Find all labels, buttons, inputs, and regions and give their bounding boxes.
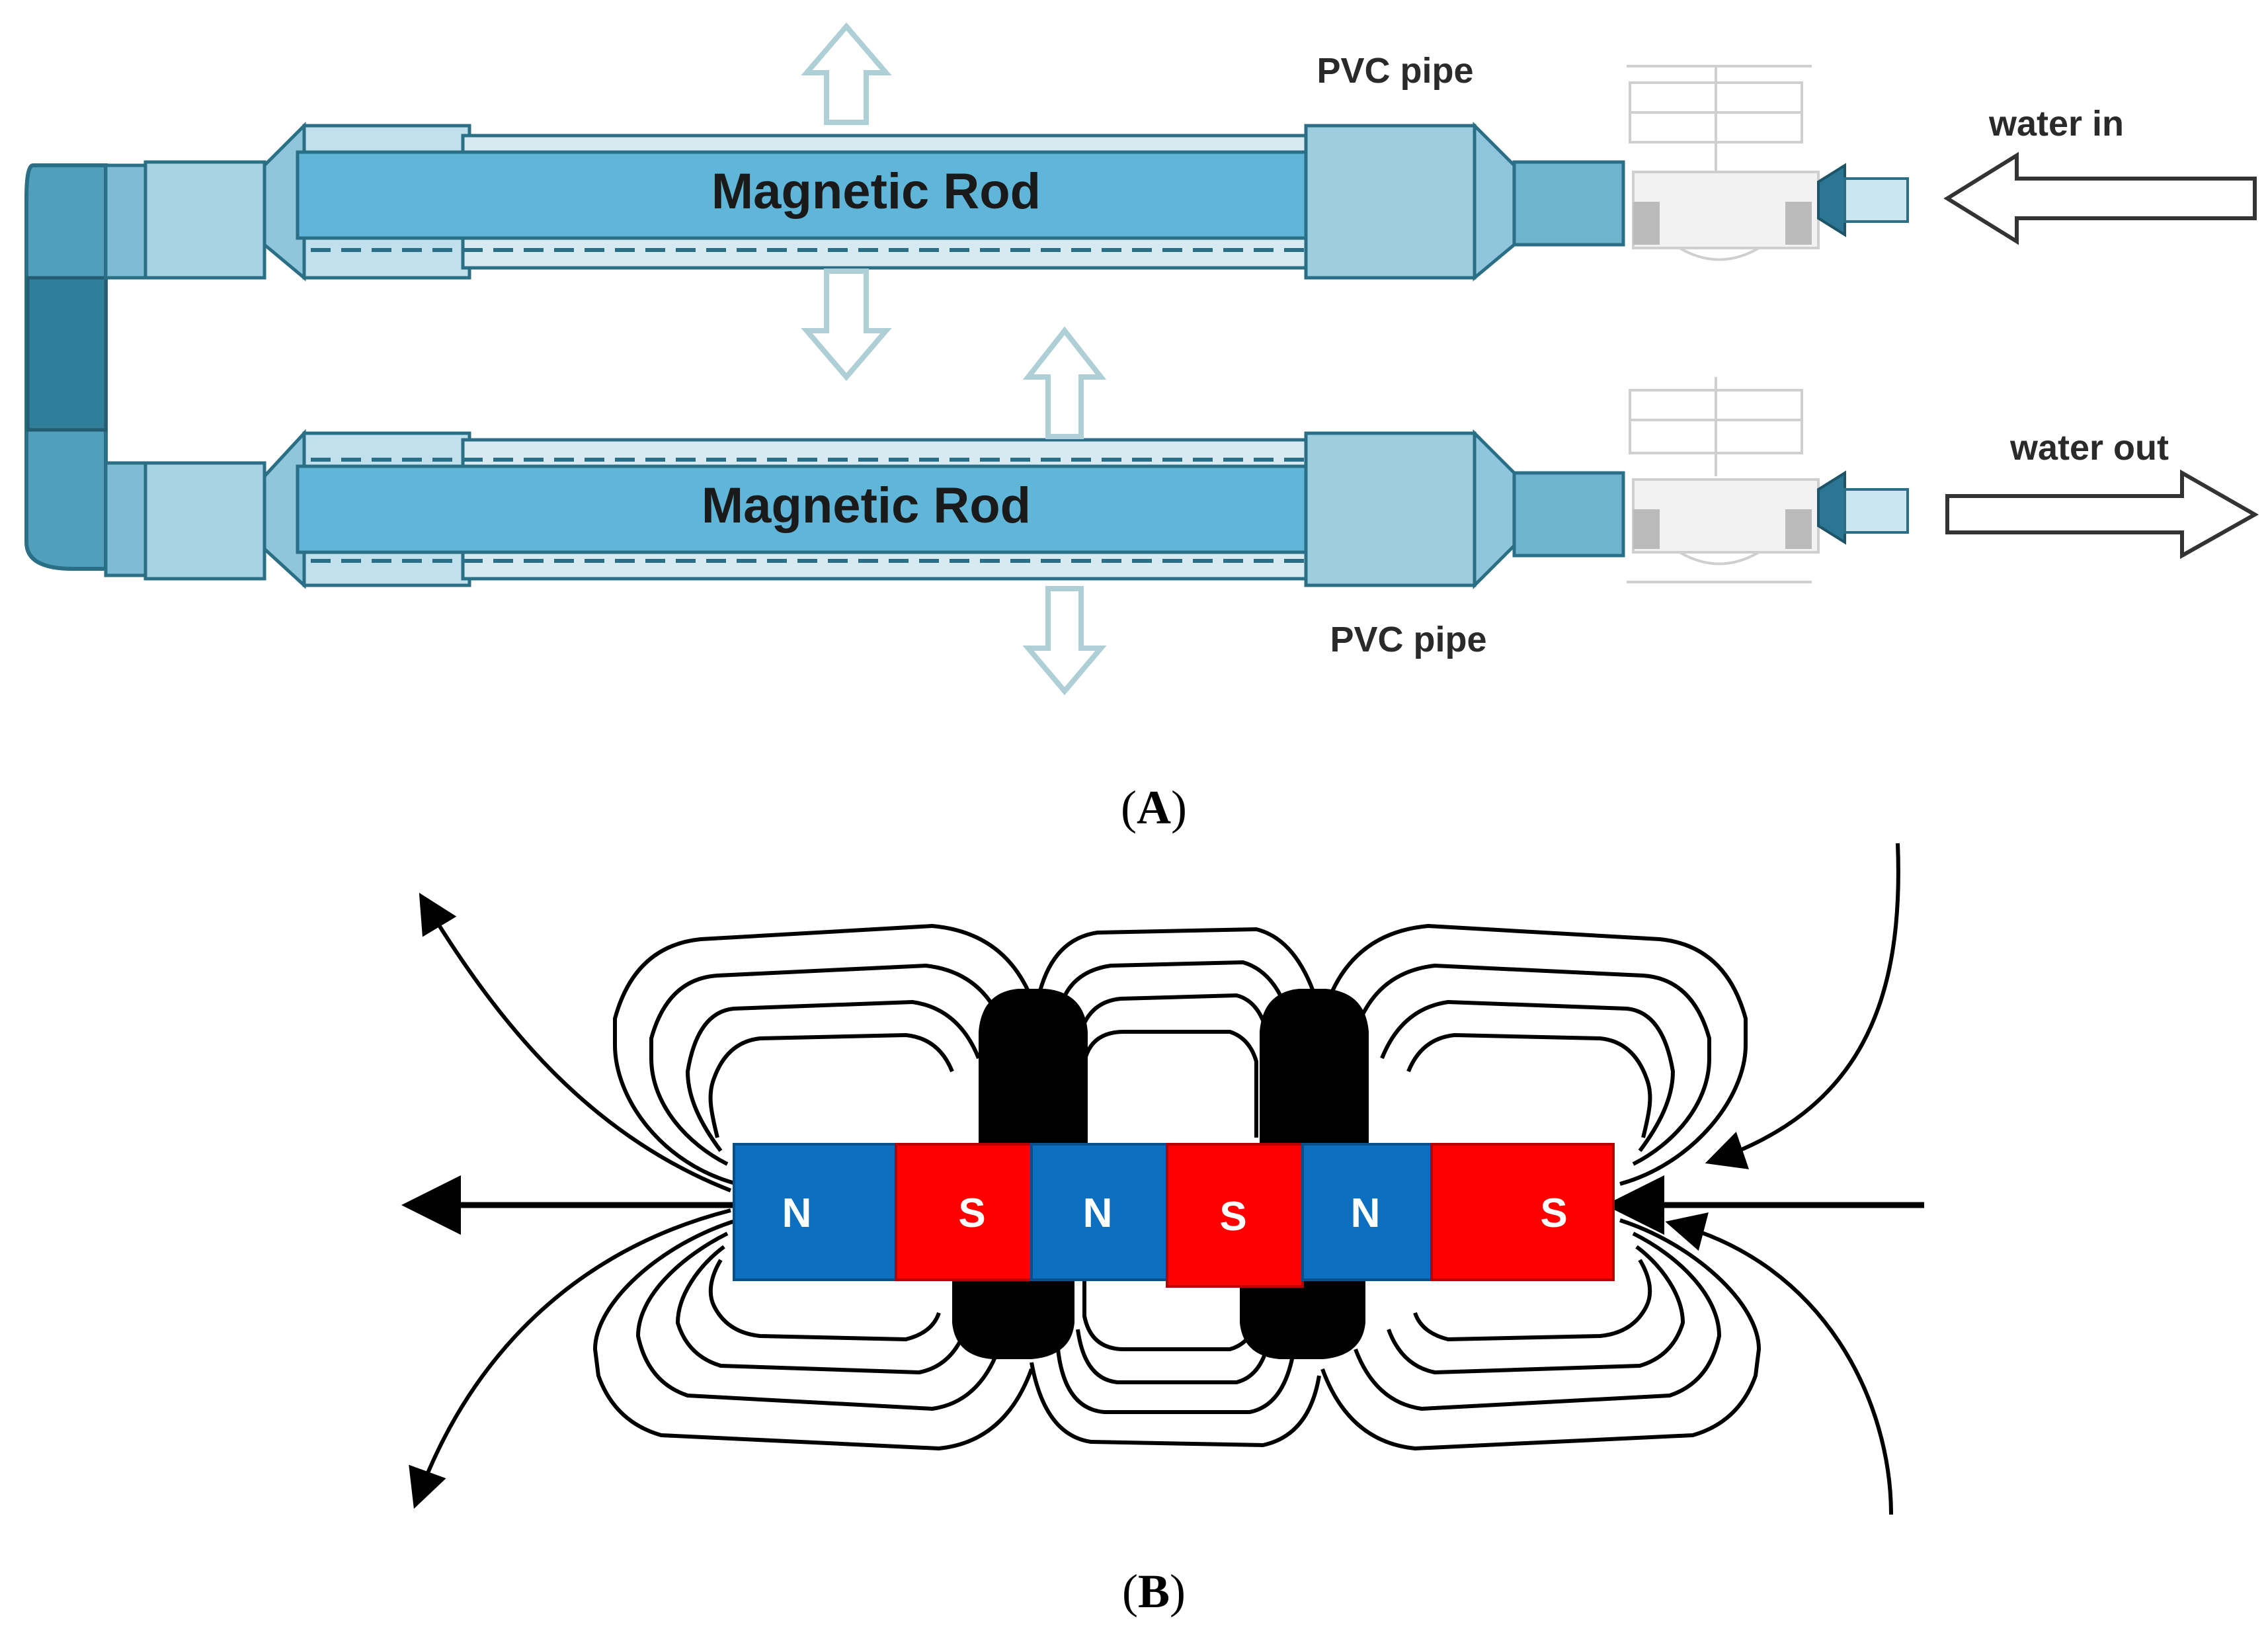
field-line (1036, 927, 1318, 999)
field-line (686, 1000, 981, 1152)
magnet-pole-5 (1301, 1143, 1433, 1281)
field-line (1380, 1000, 1675, 1152)
flow-arrow-down-2 (1022, 586, 1107, 696)
water-in-arrow (1943, 151, 2257, 245)
valve-bottom-nozzle (1817, 470, 1909, 545)
field-line (1076, 1329, 1272, 1384)
pole-piece-top-1 (979, 989, 1088, 1148)
field-line (1354, 964, 1711, 1166)
water-out-label: water out (2009, 428, 2169, 468)
caption-b-close: ) (1170, 1565, 1186, 1618)
rod-bottom-label: Magnetic Rod (702, 478, 1031, 534)
field-line (708, 1259, 941, 1341)
pole-pieces (952, 989, 1369, 1359)
magnet-pole-1 (733, 1143, 897, 1281)
magnet-pole-3-label: N (1083, 1191, 1113, 1236)
field-line (649, 964, 1007, 1166)
magnet-pole-2-label: S (958, 1191, 985, 1236)
valve-top (1627, 65, 1820, 261)
magnet-pole-3 (1030, 1143, 1168, 1281)
field-line (676, 1245, 967, 1374)
magnet-pole-4-label: S (1219, 1194, 1246, 1239)
magnet-pole-4 (1166, 1143, 1304, 1288)
caption-a-close: ) (1171, 781, 1187, 834)
flow-arrow-up-1 (801, 22, 892, 125)
field-line (636, 1232, 1000, 1411)
flow-arrows (801, 22, 1107, 696)
water-in-label: water in (1988, 104, 2124, 144)
field-line (1354, 1232, 1721, 1411)
magnet-pole-6-label: S (1540, 1191, 1567, 1236)
pipe-assembly-top (263, 121, 1625, 282)
rod-top-label: Magnetic Rod (711, 163, 1041, 220)
pipe-assembly-bottom (263, 429, 1625, 590)
caption-b-open: ( (1122, 1565, 1138, 1618)
water-out-arrow (1945, 469, 2259, 560)
caption-b-letter: B (1138, 1565, 1170, 1618)
magnet-stack: N S N S N S (733, 1143, 1615, 1288)
panel-a: Magnetic Rod Magnetic Rod PVC pipe PVC p… (24, 22, 2259, 834)
magnetic-rod-top (296, 150, 1457, 240)
field-line (1320, 1218, 1761, 1450)
pole-piece-top-2 (1260, 989, 1369, 1148)
caption-a-letter: A (1137, 781, 1171, 834)
field-line (708, 1033, 954, 1138)
pvc-pipe-top-label: PVC pipe (1316, 51, 1473, 91)
panel-a-caption: (A) (1121, 781, 1187, 834)
field-line (419, 892, 732, 1192)
field-line (1665, 1212, 1893, 1515)
flow-arrow-up-2 (1022, 326, 1107, 439)
field-line (1056, 960, 1291, 1019)
field-line (1406, 1033, 1652, 1138)
pvc-pipe-bottom-label: PVC pipe (1330, 620, 1486, 659)
valve-bottom (1627, 377, 1820, 583)
field-line (1082, 1030, 1258, 1138)
field-line (1413, 1259, 1652, 1341)
field-line (613, 924, 1033, 1186)
magnet-pole-5-label: N (1351, 1191, 1381, 1236)
panel-b-caption: (B) (1122, 1565, 1186, 1618)
magnetic-rod-bottom (296, 464, 1457, 554)
field-line (1705, 843, 1900, 1169)
field-line (1056, 1349, 1295, 1414)
panel-b: N S N S N S (B) (401, 843, 1924, 1618)
field-line (409, 1208, 731, 1509)
pole-piece-bottom-2 (1240, 1280, 1365, 1359)
valve-top-nozzle (1817, 163, 1909, 237)
field-line (593, 1218, 1033, 1450)
magnet-pole-1-label: N (782, 1191, 812, 1236)
field-line (1387, 1245, 1685, 1374)
caption-a-open: ( (1121, 781, 1137, 834)
flow-arrow-down-1 (801, 269, 892, 382)
magnet-pole-6 (1430, 1143, 1615, 1281)
field-line (1327, 924, 1748, 1186)
u-bend-connector (24, 160, 266, 581)
pole-piece-bottom-1 (952, 1280, 1074, 1359)
field-line (1030, 1362, 1321, 1447)
